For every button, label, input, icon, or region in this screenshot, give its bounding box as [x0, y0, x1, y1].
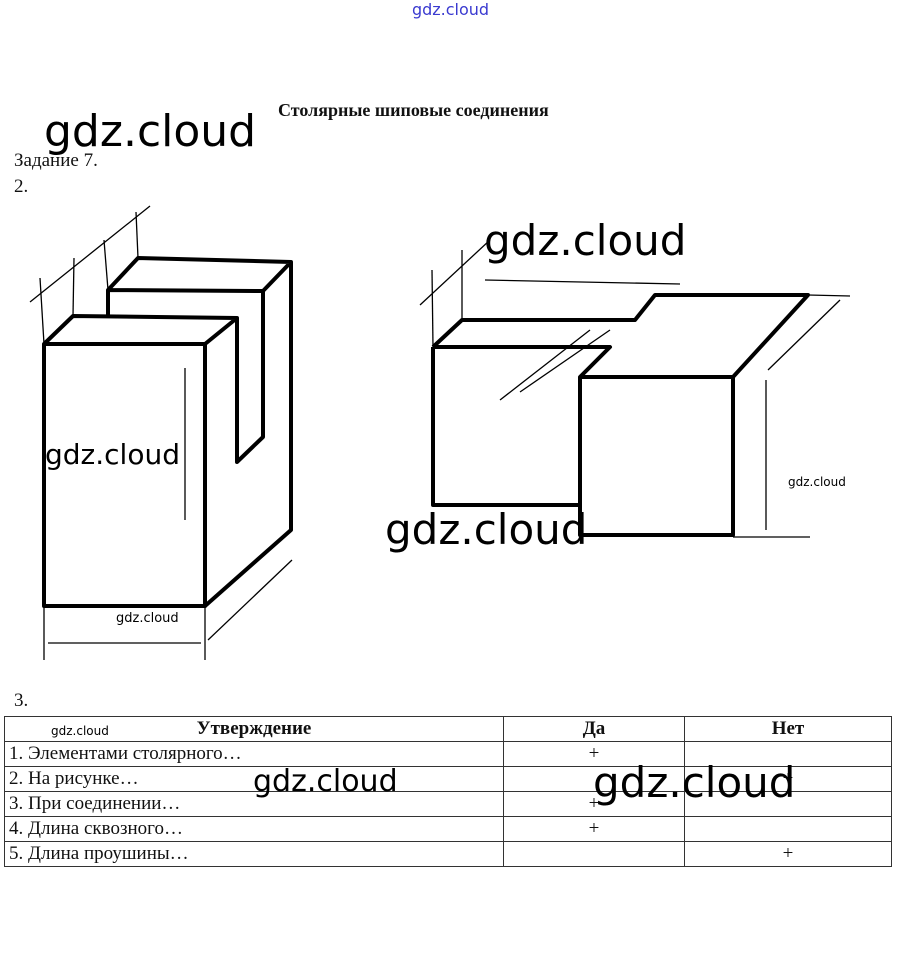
- watermark: gdz.cloud: [385, 505, 588, 554]
- part-3-label: 3.: [14, 690, 29, 711]
- statement-cell: 5. Длина проушины…: [4, 841, 504, 867]
- statement-cell: 4. Длина сквозного…: [4, 816, 504, 842]
- watermark: gdz.cloud: [253, 764, 398, 799]
- header-statement: gdz.cloud Утверждение: [4, 716, 504, 742]
- watermark: gdz.cloud: [593, 758, 796, 807]
- no-cell: [684, 741, 892, 767]
- right-joint-drawing: [431, 293, 810, 537]
- table-row: 4. Длина сквозного…+: [4, 816, 892, 842]
- page-title: Столярные шиповые соединения: [278, 100, 549, 120]
- header-yes: Да: [503, 716, 685, 742]
- part-2-label: 2.: [14, 176, 29, 197]
- no-cell: +: [684, 766, 892, 792]
- table-header-row: gdz.cloud Утверждение Да Нет: [4, 716, 892, 742]
- task-label: Задание 7.: [14, 150, 98, 171]
- header-no: Нет: [684, 716, 892, 742]
- watermark: gdz.cloud: [51, 724, 109, 738]
- watermark: gdz.cloud: [44, 106, 257, 157]
- no-cell: [684, 816, 892, 842]
- statement-cell: 2. На рисунке…: [4, 766, 504, 792]
- yes-cell: +: [503, 791, 685, 817]
- joint-drawings: [29, 205, 851, 660]
- no-cell: +: [684, 841, 892, 867]
- yes-cell: [503, 841, 685, 867]
- watermark: gdz.cloud: [788, 475, 846, 489]
- statements-table: gdz.cloud Утверждение Да Нет 1. Элементам…: [4, 716, 892, 867]
- yes-cell: +: [503, 816, 685, 842]
- table-row: 5. Длина проушины… +: [4, 841, 892, 867]
- watermark: gdz.cloud: [484, 216, 687, 265]
- right-dimension-lines: [419, 239, 851, 538]
- statement-cell: 3. При соединении…: [4, 791, 504, 817]
- no-cell: [684, 791, 892, 817]
- header-label: Утверждение: [196, 718, 312, 739]
- watermark-link[interactable]: gdz.cloud: [411, 0, 490, 19]
- table-row: 3. При соединении…+: [4, 791, 892, 817]
- statement-cell: 1. Элементами столярного…: [4, 741, 504, 767]
- left-dimension-lines: [29, 205, 293, 660]
- watermark: gdz.cloud: [116, 611, 179, 626]
- watermark: gdz.cloud: [45, 438, 180, 471]
- table-row: 1. Элементами столярного…+: [4, 741, 892, 767]
- left-joint-drawing: [42, 256, 293, 608]
